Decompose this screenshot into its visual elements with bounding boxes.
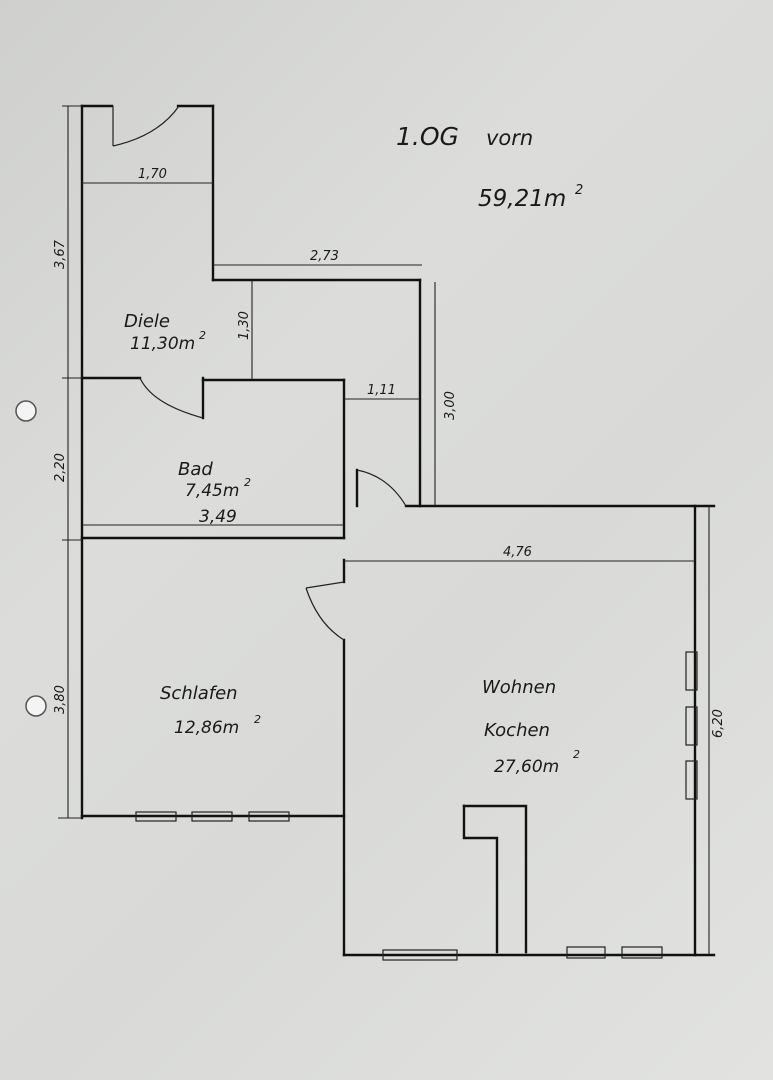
room-bad-sup: 2: [244, 476, 251, 489]
dim-1-11: 1,11: [367, 383, 396, 398]
room-schlafen-sup: 2: [254, 713, 261, 726]
room-bad-name: Bad: [178, 459, 213, 480]
room-bad-area: 7,45m: [185, 481, 239, 501]
dim-3-80: 3,80: [53, 685, 68, 714]
total-area: 59,21m: [478, 186, 566, 212]
total-area-sup: 2: [575, 183, 583, 198]
room-wohnen-name: Wohnen: [482, 677, 556, 698]
dim-3-00: 3,00: [443, 391, 458, 420]
title-block: 1.OG vorn 59,21m 2: [396, 122, 583, 212]
dimension-lines: [58, 105, 710, 955]
punch-hole-bottom: [25, 695, 47, 717]
dim-4-76: 4,76: [503, 545, 532, 560]
dim-2-20: 2,20: [53, 453, 68, 482]
room-wohnen-area: 27,60m: [494, 757, 559, 777]
dim-1-70: 1,70: [138, 167, 167, 182]
room-diele-area: 11,30m: [130, 334, 195, 354]
room-diele-name: Diele: [124, 311, 170, 332]
position-label: vorn: [486, 126, 533, 150]
dim-2-73: 2,73: [310, 249, 339, 264]
room-labels: Diele 11,30m 2 Bad 7,45m 2 Schlafen 12,8…: [124, 311, 580, 777]
dimension-labels: 1,70 2,73 1,30 1,11 3,00 3,49 4,76 3,67 …: [53, 167, 726, 738]
dim-1-30: 1,30: [237, 311, 252, 340]
floor-label: 1.OG: [396, 122, 459, 151]
room-kochen-name: Kochen: [484, 720, 550, 741]
room-schlafen-name: Schlafen: [160, 683, 238, 704]
doors: [112, 105, 407, 641]
punch-hole-top: [15, 400, 37, 422]
walls: [80, 104, 716, 957]
room-diele-sup: 2: [199, 329, 206, 342]
room-wohnen-sup: 2: [573, 748, 580, 761]
windows: [135, 651, 698, 961]
dim-3-49: 3,49: [199, 507, 237, 527]
dim-6-20: 6,20: [711, 709, 726, 738]
room-schlafen-area: 12,86m: [174, 718, 239, 738]
dim-3-67: 3,67: [53, 239, 68, 269]
